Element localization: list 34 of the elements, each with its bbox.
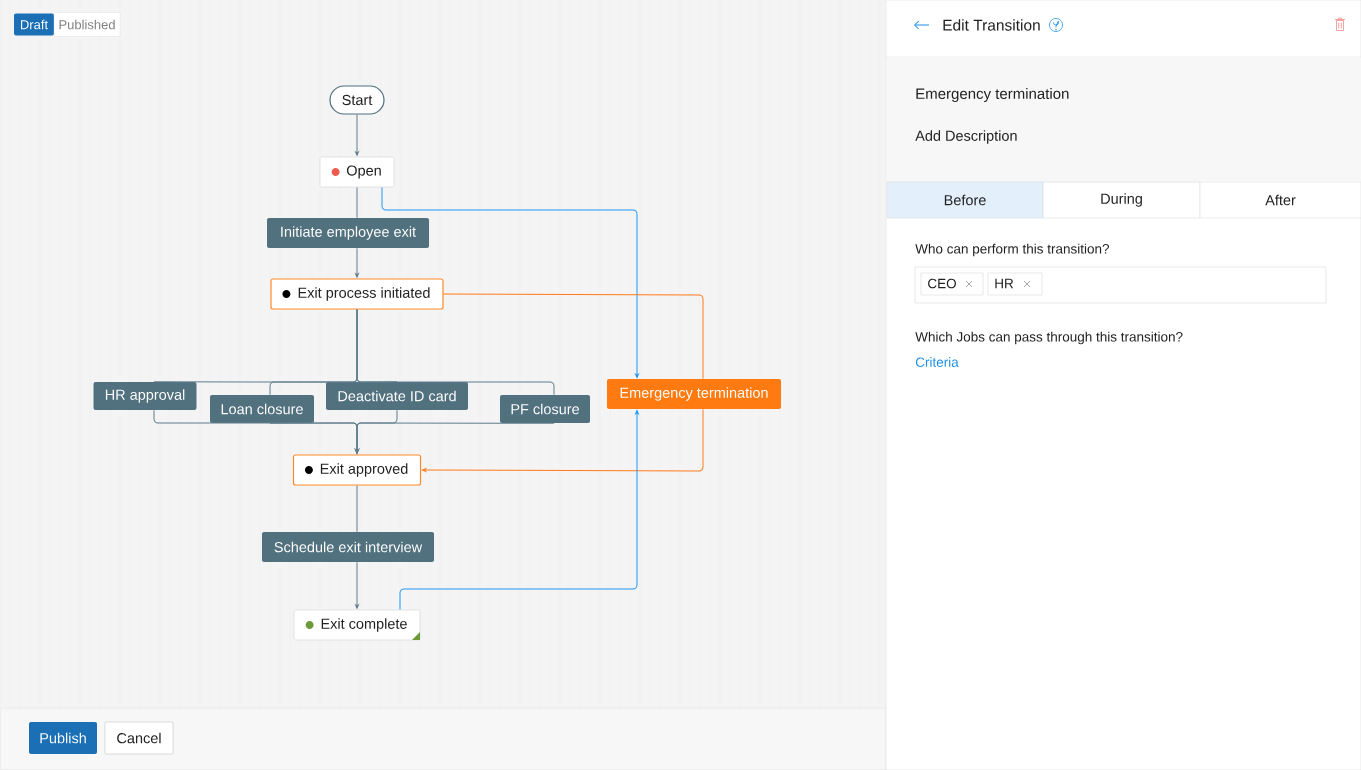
state-box: Open: [319, 156, 395, 188]
tab: During: [1042, 181, 1201, 219]
draft-tab: Draft: [14, 13, 54, 36]
transition-box: Emergency termination: [607, 379, 781, 409]
transition-box: Schedule exit interview: [262, 532, 434, 562]
state-box: Exit approved: [292, 454, 422, 486]
connector-arrow: [355, 422, 555, 454]
criteria-link: Criteria: [915, 357, 959, 367]
published-tab: Published: [53, 12, 121, 37]
description-link: Add Description: [915, 130, 1017, 144]
transition-box: Deactivate ID card: [326, 382, 468, 410]
connector-arrow: [355, 561, 359, 609]
connector-arrow: [381, 186, 639, 378]
field-label: Who can perform this transition?: [915, 243, 1109, 257]
transition-box: PF closure: [500, 395, 590, 423]
cancel-button: Cancel: [104, 721, 174, 755]
connector-arrow: [399, 410, 639, 611]
connector-arrow: [355, 247, 359, 278]
panel-title: Edit Transition: [943, 19, 1040, 31]
start-pill: Start: [329, 85, 385, 115]
field-label: Which Jobs can pass through this transition?: [915, 331, 1183, 345]
chip: HR: [987, 272, 1043, 296]
connector-arrow: [355, 114, 359, 156]
tab: After: [1199, 181, 1361, 219]
transition-box: Initiate employee exit: [267, 218, 429, 248]
connector-arrow: [421, 408, 704, 472]
transition-box: Loan closure: [210, 395, 314, 423]
chip: CEO: [920, 272, 984, 296]
state-box: Exit complete: [293, 609, 421, 641]
state-box: Exit process initiated: [270, 278, 444, 310]
tab: Before: [886, 181, 1044, 219]
transition-name: Emergency termination: [916, 88, 1069, 102]
publish-button: Publish: [29, 722, 97, 754]
transition-box: HR approval: [93, 382, 197, 410]
